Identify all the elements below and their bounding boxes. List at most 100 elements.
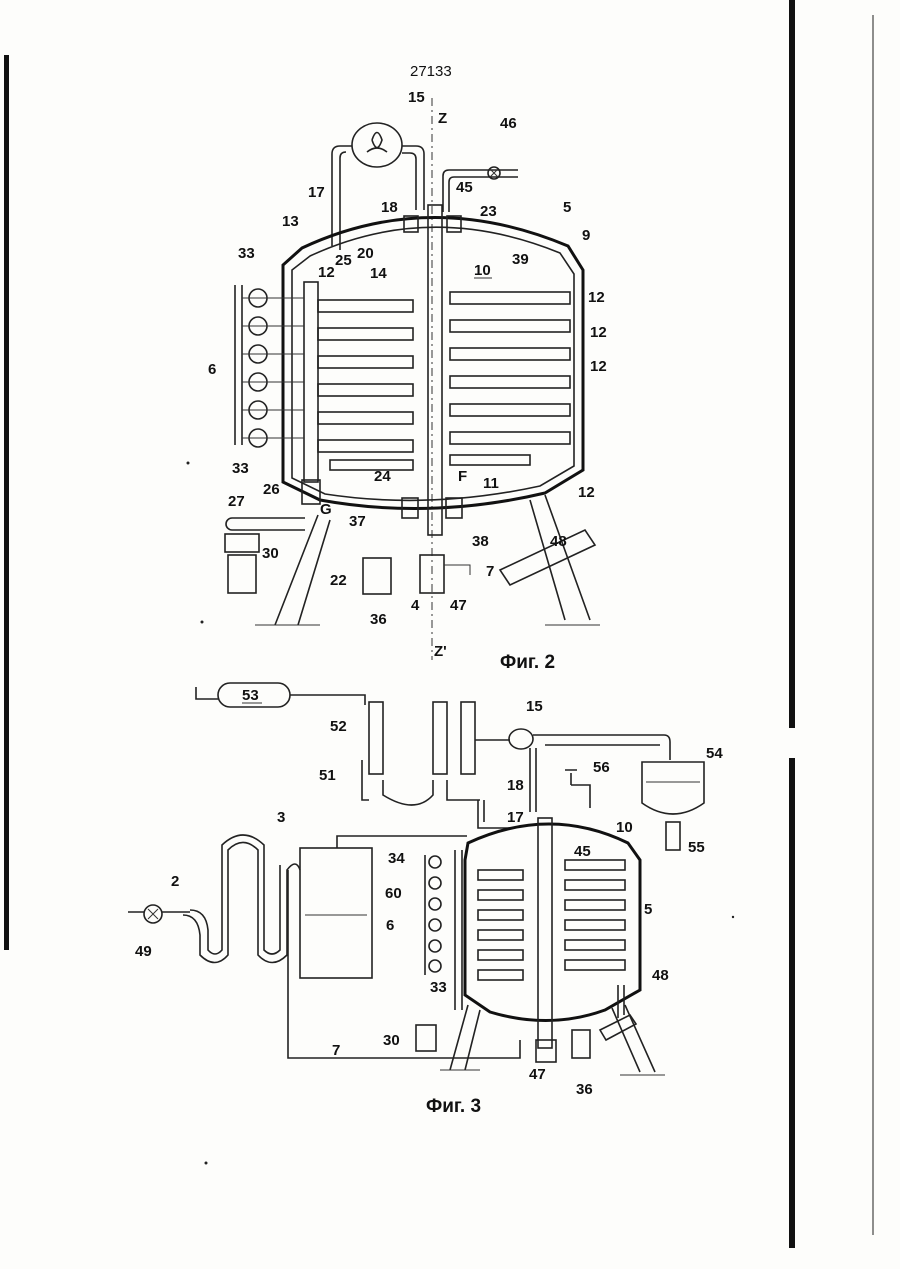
label-7: 7 [486,563,494,580]
motor-30-top [225,534,259,552]
label-7-fig3: 7 [332,1042,340,1059]
label-3: 3 [277,809,285,826]
motor-36-fig3 [572,1030,590,1058]
label-4: 4 [411,597,420,614]
label-22: 22 [330,572,347,589]
label-39: 39 [512,251,529,268]
label-g: G [320,501,332,518]
label-26: 26 [263,481,280,498]
pipe-34 [337,836,467,848]
label-47-fig3: 47 [529,1066,546,1083]
label-12-r4: 12 [578,484,595,501]
label-12-left: 12 [318,264,335,281]
left-scan-bar [4,55,9,950]
vessel-shell [283,217,583,508]
left-plates [318,300,413,470]
right-plates [450,292,570,465]
pipe-54-line [533,735,670,760]
label-53: 53 [242,687,259,704]
central-shaft [428,205,442,535]
label-13: 13 [282,213,299,230]
label-18-fig3: 18 [507,777,524,794]
label-11: 11 [483,475,499,492]
label-10: 10 [474,262,491,279]
shaft-fig3 [538,818,552,1048]
label-2: 2 [171,873,179,890]
scan-speck [187,462,190,465]
label-48: 48 [550,533,567,550]
label-56: 56 [593,759,610,776]
pipe-52 [290,695,365,705]
label-49: 49 [135,943,152,960]
label-27: 27 [228,493,245,510]
label-12-r2: 12 [590,324,607,341]
caption-fig-3: Фиг. 3 [426,1096,481,1117]
label-51: 51 [319,767,336,784]
label-48-fig3: 48 [652,967,669,984]
outlet-pipe-7 [444,565,470,575]
label-20: 20 [357,245,374,262]
outlet-55 [666,822,680,850]
label-17-fig3: 17 [507,809,524,826]
motor-30 [228,555,256,593]
fan-15-fig3 [509,729,533,749]
fan-blades [367,133,387,153]
label-9: 9 [582,227,590,244]
tank-54 [642,762,704,814]
label-33-bottom: 33 [232,460,249,477]
scan-speck [205,1162,208,1165]
tank-60 [300,848,372,978]
label-18: 18 [381,199,398,216]
label-23: 23 [480,203,497,220]
fan-15 [352,123,402,167]
supply-manifold-6 [235,285,242,445]
label-46: 46 [500,115,517,132]
label-z-prime: Z' [434,643,447,660]
label-47: 47 [450,597,467,614]
label-45-fig3: 45 [574,843,591,860]
label-17: 17 [308,184,325,201]
figure-2-drawing [225,98,600,660]
label-25: 25 [335,252,352,269]
label-15: 15 [408,89,425,106]
right-scan-bar [789,0,795,728]
figure-3-labels: 53 52 15 54 51 18 56 3 17 10 34 45 55 60… [135,687,723,1098]
support-22 [275,515,330,625]
label-52: 52 [330,718,347,735]
label-54: 54 [706,745,723,762]
exchanger-51 [362,702,510,805]
valve-56 [565,770,590,808]
label-30-fig3: 30 [383,1032,400,1049]
pipe-fan-to-shaft [402,146,424,210]
label-12-r1: 12 [588,289,605,306]
label-36: 36 [370,611,387,628]
label-33-top: 33 [238,245,255,262]
label-5-fig3: 5 [644,901,652,918]
pump-49-x [148,909,158,919]
label-14: 14 [370,265,387,282]
label-10-fig3: 10 [616,819,633,836]
label-60: 60 [385,885,402,902]
valves-33-fig3 [429,856,441,972]
label-z: Z [438,110,447,127]
drain-48-fig3 [600,985,636,1040]
right-scan-bar-lower [789,758,795,1248]
manifold-column [304,282,318,482]
motor-30-fig3 [416,1025,436,1051]
label-24: 24 [374,468,391,485]
label-45: 45 [456,179,473,196]
label-33-fig3: 33 [430,979,447,996]
label-5: 5 [563,199,571,216]
label-6-fig3: 6 [386,917,394,934]
serpentine-3 [183,835,300,963]
outlet-47-fig3 [536,1040,556,1062]
caption-fig-2: Фиг. 2 [500,652,555,673]
label-12-r3: 12 [590,358,607,375]
label-38: 38 [472,533,489,550]
label-55: 55 [688,839,705,856]
support-right [530,495,590,620]
label-15-fig3: 15 [526,698,543,715]
ground-fig3 [440,1070,665,1075]
pipe-7-fig3 [288,870,520,1058]
